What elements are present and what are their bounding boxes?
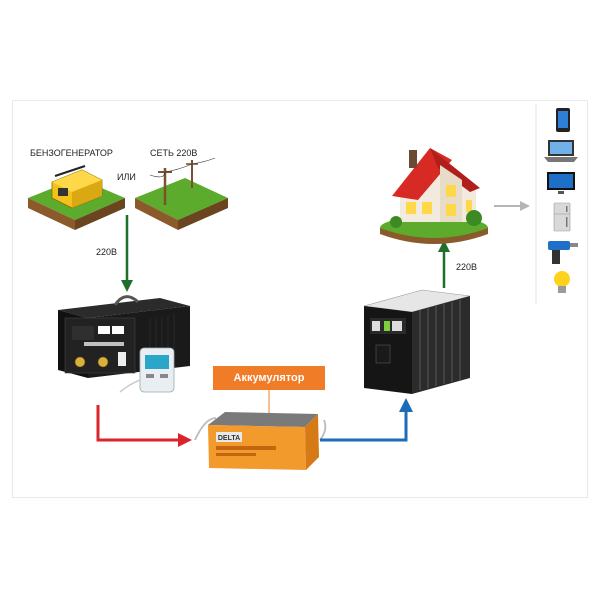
generator-label: БЕНЗОГЕНЕРАТОР	[30, 148, 113, 158]
output-voltage-label: 220В	[456, 262, 478, 272]
input-voltage-label: 220В	[96, 247, 118, 257]
battery-icon: DELTA	[194, 390, 327, 470]
arrow-blue	[320, 408, 408, 442]
battery-brand: DELTA	[218, 435, 240, 442]
generator-icon	[28, 165, 125, 230]
phone-icon	[556, 108, 570, 132]
charger-device	[58, 295, 190, 393]
diagram-frame	[12, 100, 588, 498]
power-grid-icon	[135, 157, 228, 230]
drill-icon	[548, 241, 578, 264]
fridge-icon	[553, 202, 571, 232]
battery-label: Аккумулятор	[213, 366, 325, 390]
house-icon	[380, 148, 488, 244]
or-label: ИЛИ	[117, 172, 136, 182]
laptop-icon	[544, 140, 578, 162]
tv-icon	[547, 172, 575, 194]
grid-label: СЕТЬ 220В	[150, 148, 198, 158]
lightbulb-icon	[554, 271, 570, 293]
inverter-device	[363, 289, 471, 394]
arrow-red	[96, 405, 182, 442]
